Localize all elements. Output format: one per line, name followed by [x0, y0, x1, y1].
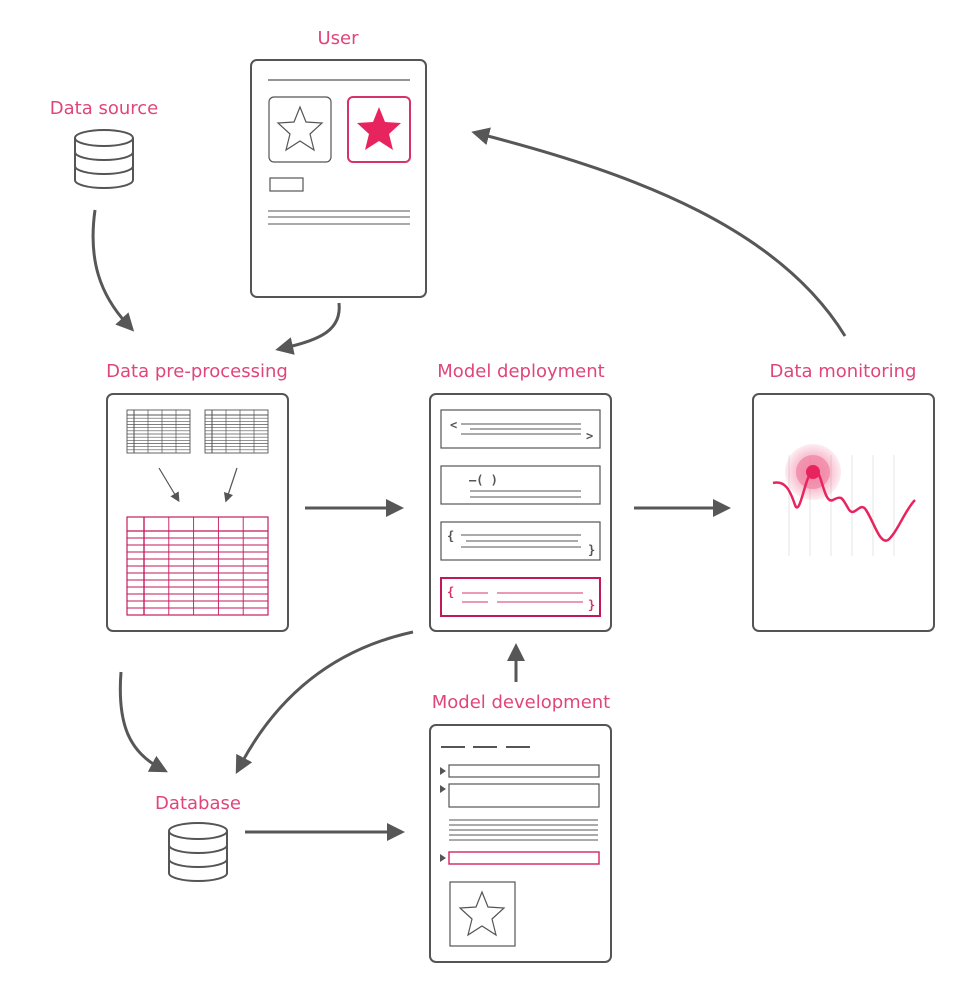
svg-text:}: } — [588, 598, 595, 612]
alert-point — [806, 465, 820, 479]
data-preprocessing-card — [106, 393, 289, 632]
code-block-highlighted: { } — [440, 577, 601, 617]
code-block-2: —( ) — [440, 465, 601, 505]
user-app-card — [250, 59, 427, 298]
svg-text:}: } — [588, 543, 595, 557]
arrow-deployment-to-database — [235, 630, 414, 774]
label-data-source: Data source — [50, 98, 158, 119]
label-user: User — [317, 28, 359, 49]
arrow-monitoring-to-user — [471, 127, 847, 337]
model-development-card — [429, 724, 612, 963]
input-table-2 — [204, 409, 269, 454]
svg-text:<: < — [450, 418, 457, 432]
svg-text:{: { — [447, 529, 454, 543]
star-filled-icon — [357, 107, 401, 150]
label-model-development: Model development — [432, 692, 611, 713]
model-deployment-card: < > —( ) { } { } — [429, 393, 612, 632]
data-monitoring-card — [752, 393, 935, 632]
data-source-database-icon — [74, 129, 134, 189]
arrow-user-to-preprocessing — [275, 302, 341, 355]
svg-text:—( ): —( ) — [469, 473, 498, 487]
code-block-1: < > — [440, 409, 601, 449]
arrow-preprocessing-to-database — [118, 671, 168, 773]
code-block-3: { } — [440, 521, 601, 561]
arrow-source-to-preprocessing — [91, 209, 135, 332]
star-outline-icon — [276, 105, 324, 152]
svg-text:{: { — [447, 585, 454, 599]
label-model-deployment: Model deployment — [437, 361, 604, 382]
label-data-preprocessing: Data pre-processing — [106, 361, 288, 382]
label-database: Database — [155, 793, 241, 814]
label-data-monitoring: Data monitoring — [770, 361, 917, 382]
star-outline-icon — [458, 890, 506, 937]
monitoring-line — [772, 468, 916, 542]
database-icon — [168, 822, 228, 882]
input-table-1 — [126, 409, 191, 454]
svg-text:>: > — [586, 429, 593, 443]
merged-table — [126, 516, 269, 616]
